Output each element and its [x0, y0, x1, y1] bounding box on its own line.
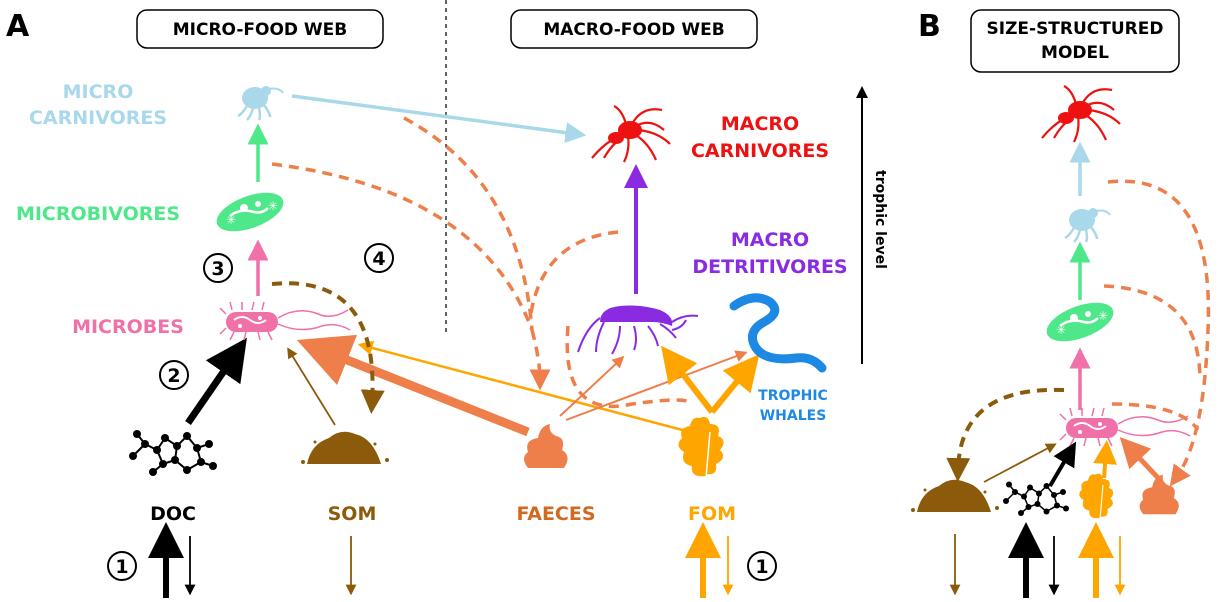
- trophic-whales-label-1: TROPHIC: [758, 388, 828, 404]
- macro-detritivores-label-1: MACRO: [731, 229, 809, 251]
- marker-3: 3: [203, 253, 233, 283]
- macro-food-web-title: MACRO-FOOD WEB: [543, 20, 724, 40]
- marker-1-right: 1: [747, 551, 777, 581]
- size-structured-title-line2: MODEL: [1041, 43, 1109, 63]
- micro-food-web-box: [136, 9, 384, 49]
- panel-b-letter: B: [918, 9, 941, 44]
- b-microcarnivore-to-faeces-dashed: [1103, 284, 1202, 381]
- b-microbivore-to-faeces-dashed: [1111, 402, 1200, 432]
- doc-molecule-icon: [128, 429, 218, 477]
- faeces-to-detritivores-arrow: [559, 355, 625, 417]
- som-label: SOM: [328, 503, 377, 525]
- b-som-to-microbe-arrow: [983, 443, 1057, 483]
- fom-to-worm-arrow: [709, 354, 760, 414]
- b-microbe-bacterium-icon: [1059, 407, 1191, 447]
- microbivores-label: MICROBIVORES: [16, 203, 180, 225]
- trophic-whales-label-2: WHALES: [760, 408, 827, 424]
- b-microbivore-ciliate-icon: [1040, 293, 1120, 351]
- macrocarnivores-to-faeces-dashed: [528, 230, 619, 321]
- b-som-soil-pile-icon: [911, 479, 999, 512]
- marker-4: 4: [364, 243, 394, 273]
- b-fom-oak-leaf-icon: [1078, 473, 1114, 527]
- marker-1-left: 1: [107, 551, 137, 581]
- fom-to-macrofauna-arrow: [661, 345, 715, 414]
- microbes-to-som-dashed: [271, 281, 385, 414]
- faeces-dashed-trunk: [529, 329, 551, 391]
- svg-text:1: 1: [755, 556, 768, 578]
- trophic-whale-earthworm-icon: [729, 293, 827, 373]
- svg-text:3: 3: [211, 258, 224, 280]
- b-doc-molecule-icon: [1002, 480, 1070, 517]
- doc-to-microbes-arrow: [185, 337, 247, 425]
- som-soil-pile-icon: [301, 431, 389, 464]
- faeces-to-microbes-arrow: [296, 334, 530, 437]
- marker-2: 2: [159, 360, 189, 390]
- microcarnivores-to-faeces-dashed: [403, 116, 534, 331]
- micro-carnivores-label-2: CARNIVORES: [29, 107, 167, 129]
- macro-carnivores-label-2: CARNIVORES: [691, 140, 829, 162]
- macro-carnivores-label-1: MACRO: [721, 113, 799, 135]
- faeces-label: FAECES: [516, 503, 595, 525]
- microbe-bacterium-icon: [219, 301, 351, 341]
- som-to-microbes-arrow: [287, 347, 336, 426]
- microbivore-ciliate-icon: [210, 183, 290, 241]
- fom-to-microbes-arrow: [357, 340, 691, 434]
- macro-carnivore-spider-icon: [590, 104, 672, 164]
- detritivores-to-faeces-dashed: [565, 325, 692, 409]
- b-microbe-to-som-dashed: [946, 387, 1065, 482]
- b-micro-carnivore-mite-icon: [1063, 206, 1112, 244]
- macro-detritivores-label-2: DETRITIVORES: [692, 256, 847, 278]
- svg-text:2: 2: [167, 365, 180, 387]
- micro-carnivore-mite-icon: [236, 84, 285, 122]
- microbes-label: MICROBES: [72, 316, 184, 338]
- size-structured-box: [970, 9, 1180, 73]
- microcarnivores-to-macrocarnivores-arrow: [291, 94, 587, 144]
- b-fom-to-microbe-arrow: [1093, 440, 1118, 479]
- b-faeces-to-microbe-arrow: [1119, 437, 1162, 482]
- doc-label: DOC: [150, 503, 196, 525]
- fom-label: FOM: [688, 503, 736, 525]
- b-macro-carnivore-spider-icon: [1040, 84, 1122, 144]
- macro-detritivore-amphipod-icon: [577, 304, 699, 355]
- fom-oak-leaf-icon: [677, 416, 725, 487]
- b-doc-to-microbe-arrow: [1048, 441, 1077, 488]
- micro-food-web-title: MICRO-FOOD WEB: [173, 20, 348, 40]
- svg-text:4: 4: [372, 248, 385, 270]
- microbivores-to-faeces-dashed: [271, 162, 534, 331]
- b-macrocarnivore-to-faeces-dashed: [1107, 179, 1211, 487]
- svg-text:1: 1: [115, 556, 128, 578]
- macro-food-web-box: [510, 9, 758, 49]
- size-structured-title-line1: SIZE-STRUCTURED: [987, 19, 1164, 39]
- panel-a-letter: A: [6, 9, 30, 44]
- faeces-to-worm-arrow: [565, 350, 748, 421]
- faeces-icon: [524, 424, 568, 468]
- micro-carnivores-label-1: MICRO: [63, 81, 134, 103]
- trophic-level-label: trophic level: [872, 170, 888, 269]
